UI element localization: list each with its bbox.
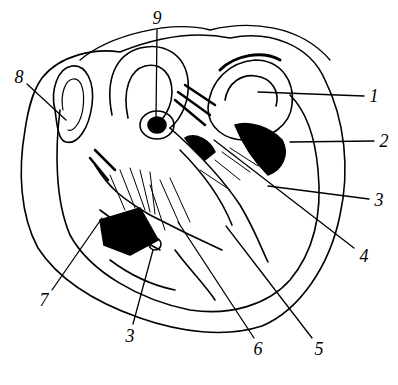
callout-number: 3	[374, 191, 385, 209]
callout-number: 8	[14, 68, 25, 86]
callout-number: 2	[379, 132, 390, 150]
callout-number: 7	[39, 291, 50, 309]
callout-number: 4	[359, 247, 370, 265]
callout-number: 5	[314, 340, 325, 358]
callout-number: 9	[152, 9, 163, 27]
callout-number: 1	[369, 87, 380, 105]
callout-number: 6	[253, 340, 264, 358]
callout-number: 3	[125, 327, 136, 345]
